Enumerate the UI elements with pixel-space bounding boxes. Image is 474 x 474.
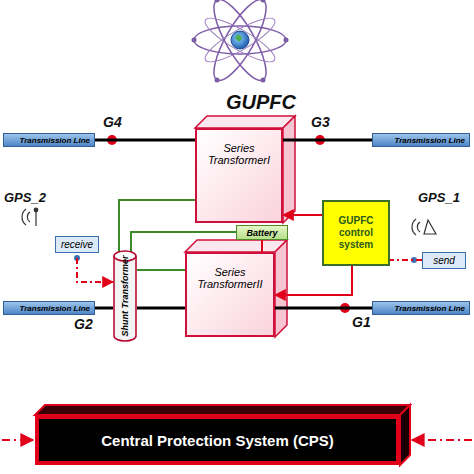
node-text: Series TransformerII [193,266,267,290]
send-box: send [422,252,466,269]
node-text: receive [61,239,93,250]
transmission-line-bar: Transmission Line [3,301,95,315]
bus-name: G4 [103,114,122,130]
node-text: Series TransformerI [203,142,275,166]
series-transformer: Series TransformerII [185,252,275,337]
series-transformer: Series TransformerI [195,128,283,223]
connector [77,258,113,282]
node-text: Transmission Line [394,136,465,145]
connector [283,139,372,142]
node-text: Transmission Line [394,304,465,313]
node-text: Shunt Transformer [120,256,130,337]
node-text: Transmission Line [19,136,90,145]
connector [261,240,263,252]
block-title: GUPFC [226,91,296,114]
connector [275,307,372,310]
node-text: send [433,255,455,266]
node-text: Transmission Line [19,304,90,313]
transmission-line-bar: Transmission Line [3,133,95,147]
node-text: Battery [246,228,277,238]
receive-box: receive [55,236,99,253]
connector [275,266,352,295]
connector [95,307,113,310]
shunt-transformer: Shunt Transformer [113,250,137,342]
connector [95,139,195,142]
cube-side-face [275,240,287,337]
connector [137,307,185,310]
bus-name: G1 [352,314,371,330]
node-text: Central Protection System (CPS) [101,432,334,449]
bus-name: G3 [311,114,330,130]
connector [131,232,236,252]
transmission-line-bar: Transmission Line [372,301,470,315]
cube-top-face [35,405,410,415]
node-text: GUPFC control system [328,215,384,251]
bus-name: G2 [74,316,93,332]
connector [137,269,185,271]
cube-top-face [185,240,287,252]
central-protection-box: Central Protection System (CPS) [35,415,400,465]
atom-icon [192,0,289,87]
gps-label: GPS_1 [418,190,460,205]
connector [283,214,322,216]
transmission-line-bar: Transmission Line [372,133,470,147]
cube-side-face [400,405,410,465]
control-box: GUPFC control system [322,200,390,266]
gps-label: GPS_2 [4,190,46,205]
cube-top-face [195,116,295,128]
box-faces [35,116,410,465]
connector [390,259,422,261]
battery-box: Battery [236,225,288,240]
cube-side-face [283,116,295,223]
